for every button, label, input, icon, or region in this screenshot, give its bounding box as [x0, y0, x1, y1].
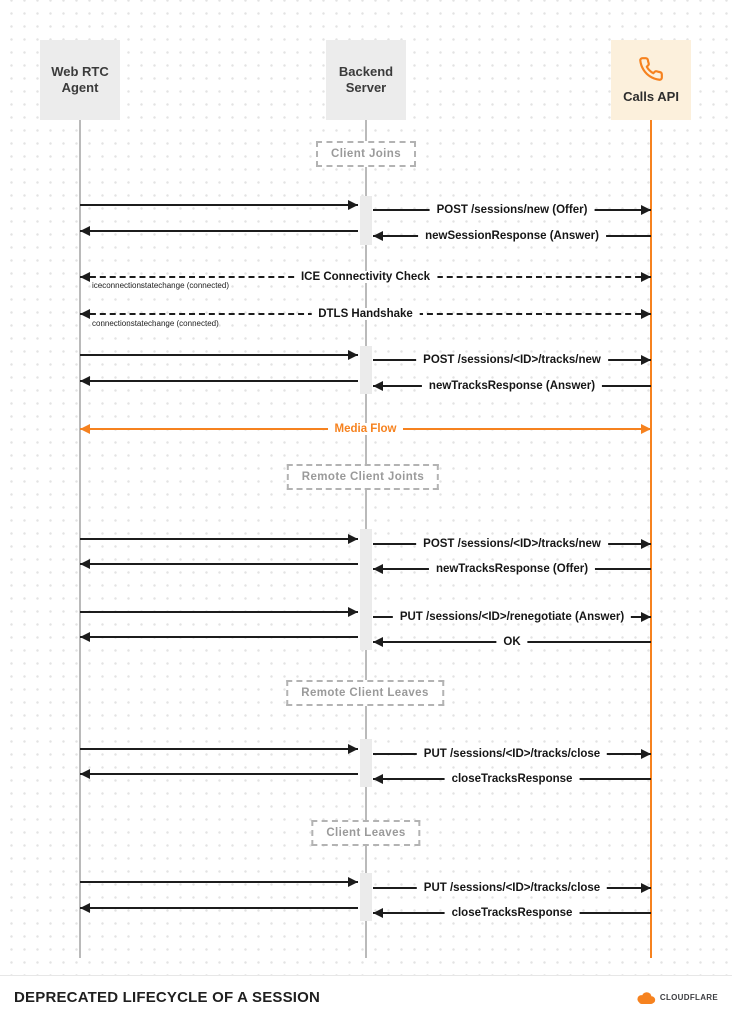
section-remote-client-leaves: Remote Client Leaves [286, 680, 444, 706]
arrowhead-left-icon [80, 309, 90, 319]
arrowhead-left-icon [80, 272, 90, 282]
arrowhead-right-icon [641, 205, 651, 215]
arrow-backend-to-api: PUT /sessions/<ID>/tracks/close [373, 748, 651, 760]
actor-label: Calls API [623, 88, 679, 104]
message-label: POST /sessions/<ID>/tracks/new [416, 538, 608, 550]
message-label: closeTracksResponse [444, 907, 580, 919]
activation-bar [360, 196, 372, 245]
arrowhead-right-icon [641, 749, 651, 759]
actor-label: Backend [338, 64, 394, 80]
arrow-backend-to-agent [80, 376, 358, 386]
cloudflare-logo: CLOUDFLARE [635, 991, 718, 1004]
media-flow-arrow: Media Flow [80, 423, 651, 435]
phone-icon [639, 56, 663, 81]
message-label: closeTracksResponse [444, 773, 580, 785]
arrowhead-left-icon [373, 231, 383, 241]
section-remote-client-joins: Remote Client Joints [286, 464, 440, 490]
arrow-backend-to-agent [80, 632, 358, 642]
actor-label: Web RTC [51, 64, 109, 80]
arrowhead-right-icon [348, 200, 358, 210]
ice-connectivity-arrow: ICE Connectivity Check [80, 271, 651, 283]
message-label: POST /sessions/new (Offer) [429, 204, 595, 216]
message-label: PUT /sessions/<ID>/renegotiate (Answer) [392, 611, 632, 623]
arrowhead-right-icon [641, 424, 651, 434]
arrow-api-to-backend: newTracksResponse (Answer) [373, 380, 651, 392]
dtls-handshake-arrow: DTLS Handshake [80, 308, 651, 320]
arrowhead-left-icon [80, 632, 90, 642]
arrow-agent-to-backend [80, 607, 358, 617]
arrow-api-to-backend: closeTracksResponse [373, 773, 651, 785]
activation-bar [360, 739, 372, 787]
arrow-backend-to-api: PUT /sessions/<ID>/tracks/close [373, 882, 651, 894]
activation-bar [360, 529, 372, 650]
arrowhead-left-icon [80, 424, 90, 434]
actor-calls-api: Calls API [611, 40, 691, 120]
arrowhead-left-icon [80, 559, 90, 569]
arrowhead-left-icon [80, 226, 90, 236]
arrowhead-left-icon [373, 381, 383, 391]
arrow-backend-to-agent [80, 226, 358, 236]
arrowhead-right-icon [348, 534, 358, 544]
actor-label: Agent [61, 80, 99, 95]
lifeline-calls-api [650, 120, 652, 958]
message-label: newSessionResponse (Answer) [418, 230, 606, 242]
arrow-backend-to-api: POST /sessions/<ID>/tracks/new [373, 538, 651, 550]
arrowhead-right-icon [641, 309, 651, 319]
arrow-agent-to-backend [80, 534, 358, 544]
arrowhead-left-icon [373, 908, 383, 918]
message-label: POST /sessions/<ID>/tracks/new [416, 354, 608, 366]
arrow-backend-to-agent [80, 769, 358, 779]
lifeline-webrtc-agent [79, 120, 81, 958]
ice-state-note: iceconnectionstatechange (connected) [92, 281, 229, 290]
message-label: newTracksResponse (Answer) [421, 380, 603, 392]
message-label: PUT /sessions/<ID>/tracks/close [416, 748, 608, 760]
arrowhead-right-icon [641, 355, 651, 365]
arrow-agent-to-backend [80, 744, 358, 754]
arrow-api-to-backend: closeTracksResponse [373, 907, 651, 919]
arrowhead-right-icon [641, 539, 651, 549]
arrowhead-right-icon [348, 350, 358, 360]
arrow-agent-to-backend [80, 350, 358, 360]
arrowhead-left-icon [373, 637, 383, 647]
actor-backend-server: Backend Server [326, 40, 406, 120]
message-label: PUT /sessions/<ID>/tracks/close [416, 882, 608, 894]
media-flow-label: Media Flow [327, 423, 404, 435]
arrowhead-left-icon [80, 769, 90, 779]
arrowhead-right-icon [641, 883, 651, 893]
cloudflare-wordmark: CLOUDFLARE [659, 993, 718, 1002]
arrow-backend-to-agent [80, 903, 358, 913]
activation-bar [360, 873, 372, 921]
arrow-backend-to-api: PUT /sessions/<ID>/renegotiate (Answer) [373, 611, 651, 623]
arrowhead-left-icon [80, 903, 90, 913]
arrow-agent-to-backend [80, 200, 358, 210]
diagram-title: DEPRECATED LIFECYCLE OF A SESSION [14, 989, 321, 1006]
arrowhead-left-icon [373, 774, 383, 784]
arrowhead-right-icon [641, 272, 651, 282]
actor-label: Server [345, 80, 387, 95]
section-client-joins: Client Joins [316, 141, 416, 167]
arrowhead-right-icon [348, 744, 358, 754]
message-label: newTracksResponse (Offer) [428, 563, 596, 575]
section-client-leaves: Client Leaves [311, 820, 421, 846]
arrow-api-to-backend: OK [373, 636, 651, 648]
arrow-api-to-backend: newSessionResponse (Answer) [373, 230, 651, 242]
activation-bar [360, 346, 372, 394]
cloudflare-cloud-icon [637, 992, 656, 1004]
dtls-state-note: connectionstatechange (connected) [92, 319, 219, 328]
footer-bar: DEPRECATED LIFECYCLE OF A SESSION CLOUDF… [0, 975, 732, 1019]
arrow-backend-to-api: POST /sessions/<ID>/tracks/new [373, 354, 651, 366]
arrow-api-to-backend: newTracksResponse (Offer) [373, 563, 651, 575]
arrowhead-right-icon [641, 612, 651, 622]
arrow-agent-to-backend [80, 877, 358, 887]
arrowhead-right-icon [348, 607, 358, 617]
handshake-label: ICE Connectivity Check [293, 271, 438, 283]
arrowhead-left-icon [373, 564, 383, 574]
arrow-backend-to-agent [80, 559, 358, 569]
message-label: OK [496, 636, 528, 648]
arrowhead-left-icon [80, 376, 90, 386]
handshake-label: DTLS Handshake [311, 308, 420, 320]
arrow-backend-to-api: POST /sessions/new (Offer) [373, 204, 651, 216]
actor-webrtc-agent: Web RTC Agent [40, 40, 120, 120]
arrowhead-right-icon [348, 877, 358, 887]
